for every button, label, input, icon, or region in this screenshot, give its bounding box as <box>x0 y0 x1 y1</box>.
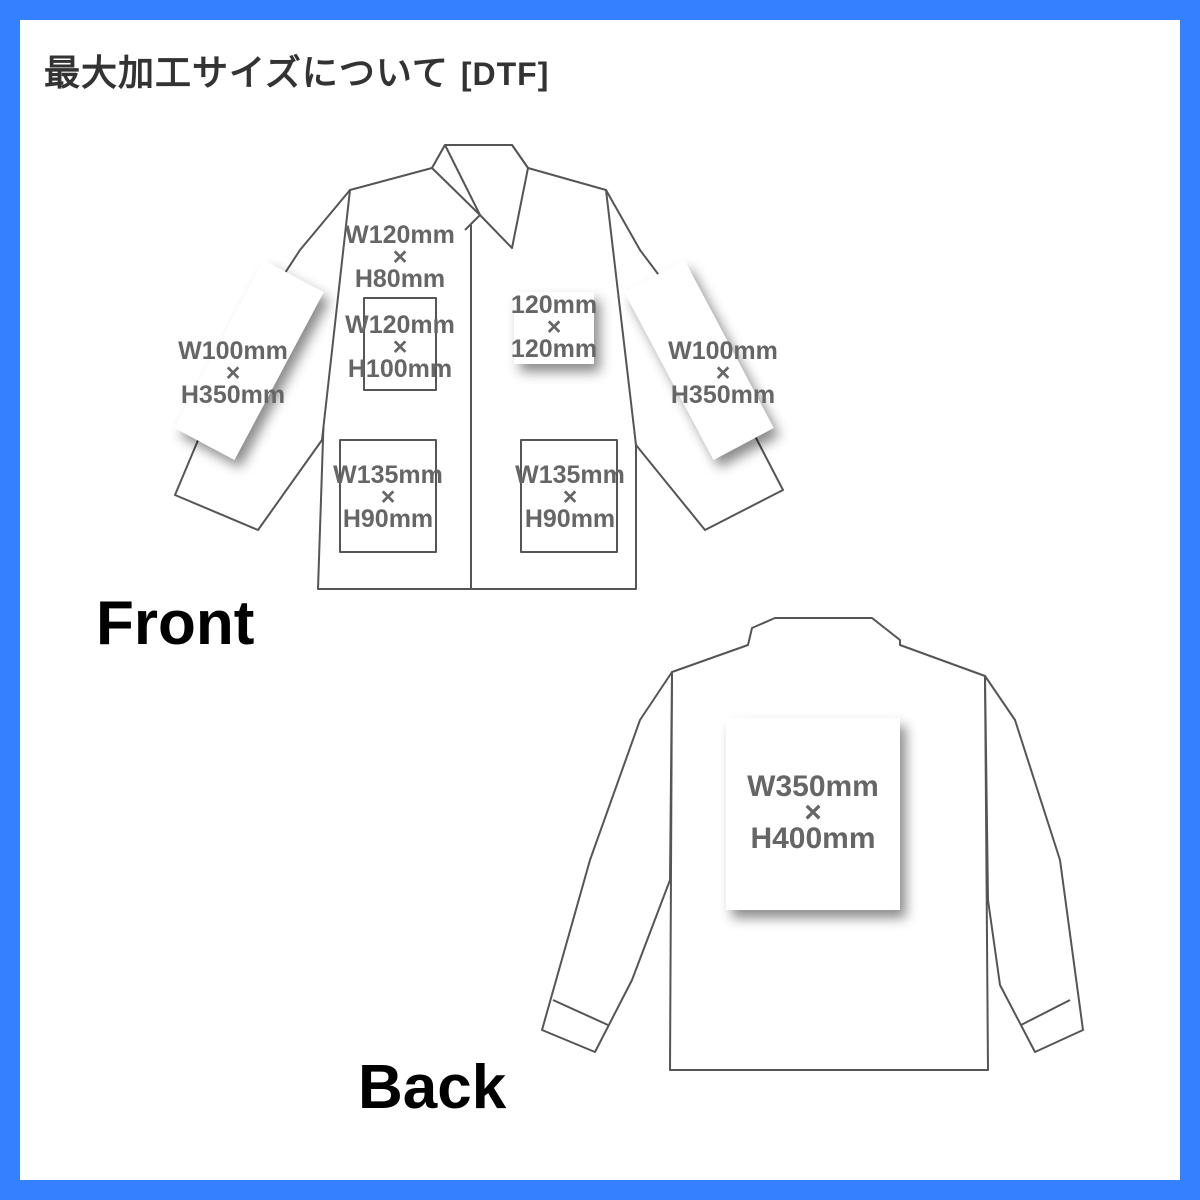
title-text: 最大加工サイズについて <box>44 53 449 94</box>
front-left-pocket <box>339 439 437 553</box>
front-view-label: Front <box>96 589 255 658</box>
title-tag: [DTF] <box>460 56 550 92</box>
back-right-cuff <box>1020 999 1071 1026</box>
back-right-sleeve <box>984 675 1084 1053</box>
page-title: 最大加工サイズについて [DTF] <box>44 44 549 96</box>
left-sleeve-size-label: W100mm×H350mm <box>178 337 288 409</box>
back-left-sleeve <box>541 671 673 1053</box>
left-chest-size-label: W120mm×H100mm <box>345 311 455 383</box>
back-left-cuff <box>552 999 609 1026</box>
right-chest-size-label: 120mm×120mm <box>510 291 598 363</box>
back-print-area <box>726 718 900 910</box>
front-right-pocket <box>520 439 618 553</box>
back-view-label: Back <box>358 1053 507 1122</box>
right-chest-print-area <box>514 292 594 364</box>
right-sleeve-print-area <box>624 260 774 460</box>
right-pocket-size-label: W135mm×H90mm <box>515 461 625 533</box>
front-chest-pocket <box>363 297 437 391</box>
right-sleeve-size-label: W100mm×H350mm <box>668 337 778 409</box>
left-sleeve-print-area <box>174 260 324 460</box>
left-pocket-size-label: W135mm×H90mm <box>333 461 443 533</box>
upper-chest-size-label: W120mm×H80mm <box>345 221 455 293</box>
back-size-label: W350mm×H400mm <box>747 770 879 855</box>
